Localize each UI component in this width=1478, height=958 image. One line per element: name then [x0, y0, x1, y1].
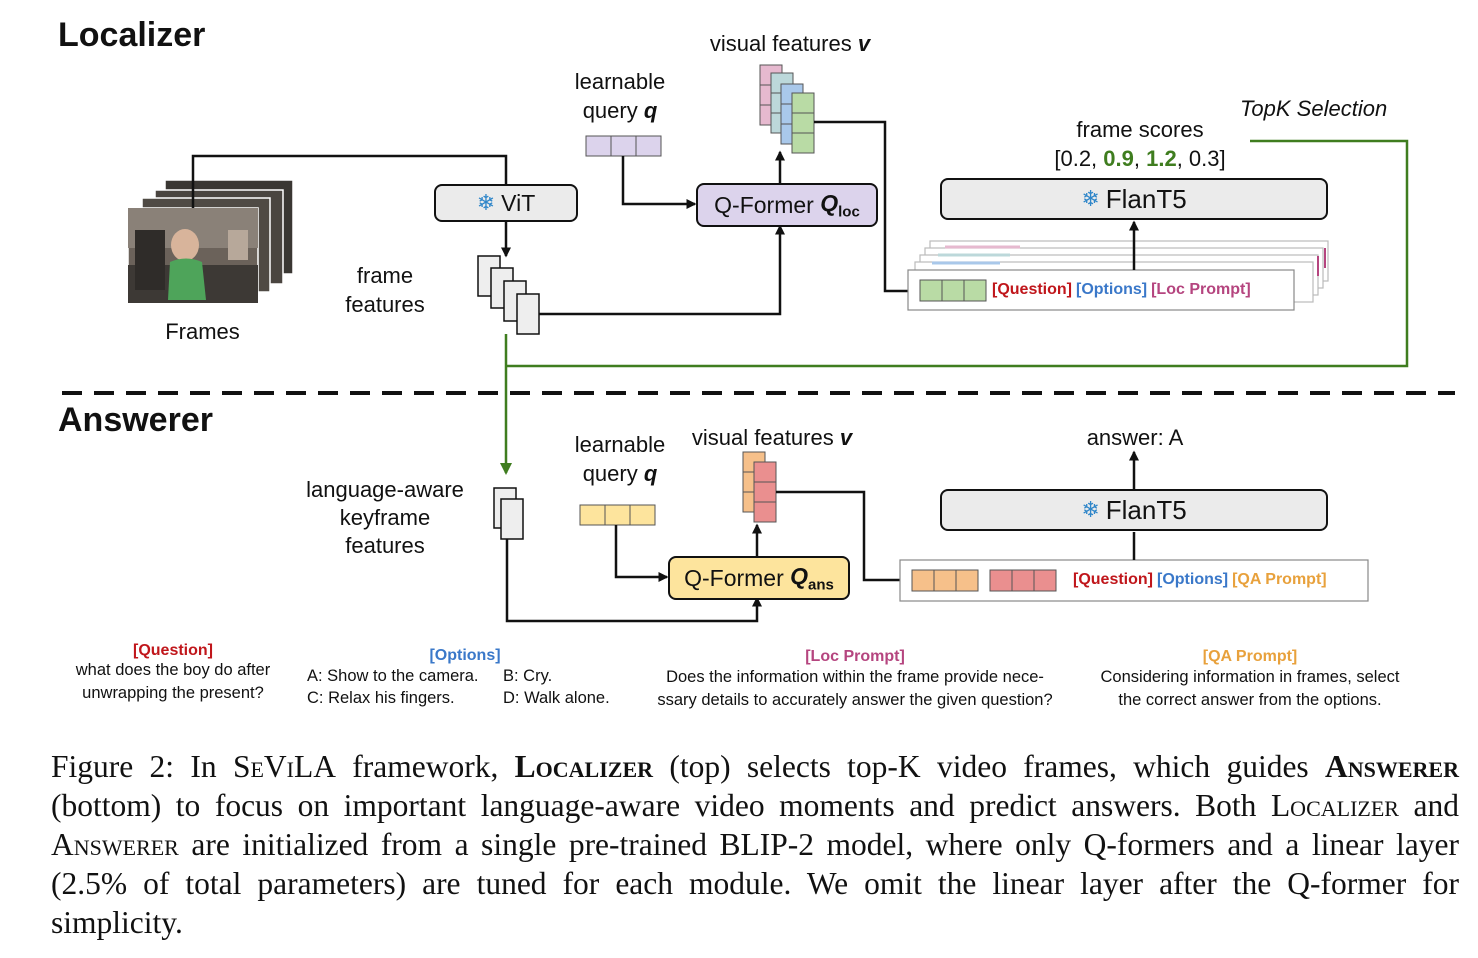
flant5-loc-box: ❄FlanT5 [940, 178, 1328, 220]
snowflake-icon: ❄ [1081, 186, 1100, 211]
loc-tokens: [Question] [Options] [Loc Prompt] [992, 281, 1251, 299]
token-question: [Question] [992, 281, 1072, 298]
visual-features-stack-loc [759, 64, 815, 154]
ans-input-seq [899, 559, 1369, 602]
vit-label: ViT [501, 189, 536, 216]
frames-stack [127, 179, 294, 304]
figure-caption: Figure 2: In SeViLA framework, Localizer… [51, 749, 1459, 940]
token-options: [Options] [1157, 571, 1229, 588]
answer-label: answer: A [1086, 425, 1184, 450]
token-options: [Options] [1076, 281, 1148, 298]
visual-features-label-ans: visual features v [691, 425, 853, 450]
topk-selection-label: TopK Selection [1240, 96, 1388, 121]
vit-box: ❄ViT [434, 184, 578, 222]
snowflake-icon: ❄ [476, 190, 496, 215]
qformer-ans-box: Q-Former Qans [668, 556, 850, 600]
query-tokens-loc [585, 135, 662, 157]
visual-features-stack-ans [742, 451, 777, 523]
video-frame-image [127, 207, 259, 304]
legend-qa-prompt: [QA Prompt] Considering information in f… [1100, 648, 1400, 709]
loc-input-stack [907, 240, 1329, 311]
frame-features-label: frame features [345, 263, 425, 317]
legend-loc-prompt: [Loc Prompt] Does the information within… [657, 648, 1053, 709]
keyframe-features-stack [493, 487, 524, 540]
frame-scores-label: frame scores [1076, 117, 1204, 142]
legend-question: [Question] what does the boy do after un… [75, 642, 271, 702]
learnable-query-label-ans: learnable query q [574, 432, 666, 486]
legend-options: [Options] A: Show to the camera. B: Cry.… [307, 647, 610, 707]
frames-label: Frames [165, 319, 240, 344]
frame-features-stack [477, 255, 540, 335]
snowflake-icon: ❄ [1081, 497, 1100, 522]
answerer-title: Answerer [58, 401, 213, 439]
token-question: [Question] [1073, 571, 1153, 588]
token-loc-prompt: [Loc Prompt] [1151, 281, 1251, 298]
token-qa-prompt: [QA Prompt] [1232, 571, 1327, 588]
flant5-ans-box: ❄FlanT5 [940, 489, 1328, 531]
diagram-graphics [62, 64, 1455, 623]
query-tokens-ans [579, 504, 656, 526]
localizer-title: Localizer [58, 16, 206, 54]
keyframe-features-label: language-aware keyframe features [306, 477, 464, 558]
qformer-loc-box: Q-Former Qloc [696, 183, 878, 227]
visual-features-label-loc: visual features v [709, 31, 871, 56]
frame-scores-values: [0.2, 0.9, 1.2, 0.3] [1054, 146, 1226, 171]
learnable-query-label-loc: learnable query q [574, 69, 666, 123]
ans-tokens: [Question] [Options] [QA Prompt] [1073, 571, 1327, 589]
